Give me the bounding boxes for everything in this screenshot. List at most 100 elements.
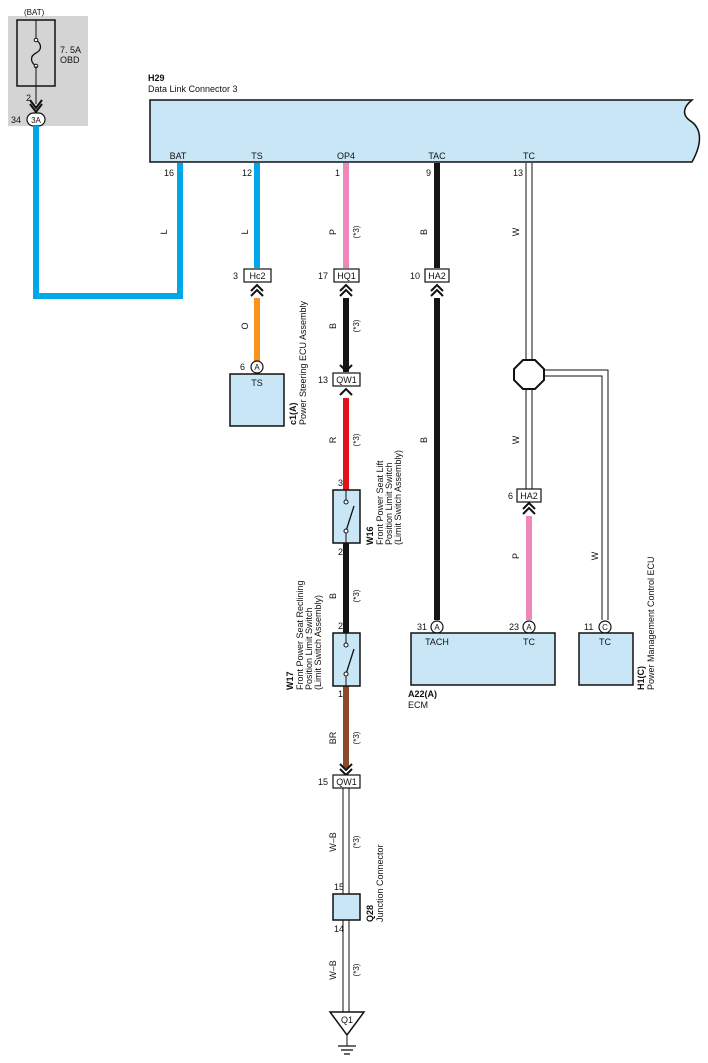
wire-note-w17-down: (*3) (352, 731, 361, 744)
wire-color-qw1-low-down: W–B (328, 832, 338, 852)
hc2-id: Hc2 (249, 271, 265, 281)
wire-color-w17-down: BR (328, 731, 338, 744)
dlc-body (149, 99, 701, 163)
w16-name-line-2: Position Limit Switch (384, 462, 394, 545)
ecm-pin-tc: 23 (509, 622, 519, 632)
q28-pin-top: 15 (334, 882, 344, 892)
q28-junction-connector: 15 14 Q28 Junction Connector (332, 844, 385, 934)
wire-color-tc-down: W (511, 435, 521, 444)
ps-ecu-conn: A (254, 363, 260, 372)
w17-name-line-1: Front Power Seat Reclining (295, 580, 305, 690)
w17-pin-top: 2 (338, 621, 343, 631)
fuse-panel: (BAT) 7. 5A OBD 2 34 3A (8, 8, 88, 127)
wire-labels: L L P (*3) B W O B (*3) R (*3) B W P W B… (159, 225, 600, 980)
fuse-output-chevron-icon (29, 99, 43, 114)
wire-note-w16-down: (*3) (352, 589, 361, 602)
ps-ecu-name: Power Steering ECU Assembly (298, 300, 308, 425)
ps-ecu-conn-badge (250, 360, 264, 374)
fuse-pin-out: 2 (26, 93, 31, 103)
w17-name-line-3: (Limit Switch Assembly) (313, 595, 323, 690)
qw1-mid-chevron-icon (339, 364, 353, 373)
ecm-terminal-tach: TACH (425, 637, 449, 647)
dlc-pin-12: 12 (242, 168, 252, 178)
ha2-mid-pin: 6 (508, 491, 513, 501)
wire-color-qw1-down: R (328, 436, 338, 443)
wire-color-ha2-down: P (511, 553, 521, 559)
fuse-rating: 7. 5A (60, 45, 81, 55)
junction-pin-in: 34 (11, 115, 21, 125)
q28-box (332, 893, 361, 921)
wire-color-branch-down: W (590, 551, 600, 560)
wire-note-hq1-down: (*3) (352, 319, 361, 332)
dlc-name: Data Link Connector 3 (148, 84, 238, 94)
dlc-terminal-ts: TS (251, 151, 263, 161)
wire-color-hq1-down: B (328, 323, 338, 329)
w17-limit-switch: 2 1 W17 Front Power Seat Reclining Posit… (285, 580, 361, 699)
pm-ecu-name: Power Management Control ECU (646, 556, 656, 690)
w16-name-line-1: Front Power Seat Lift (375, 460, 385, 545)
ecm-box (410, 632, 556, 686)
ground-q1: Q1 (328, 1011, 366, 1055)
wire-color-w16-down: B (328, 593, 338, 599)
wire-note-q28-down: (*3) (352, 963, 361, 976)
qw1-mid-id: QW1 (336, 375, 357, 385)
dlc-pin-1: 1 (335, 168, 340, 178)
data-link-connector: H29 Data Link Connector 3 BAT TS OP4 TAC… (148, 73, 701, 178)
pm-ecu-box (578, 632, 634, 686)
dlc-terminal-op4: OP4 (337, 151, 355, 161)
wire-note-qw1-low-down: (*3) (352, 835, 361, 848)
wire-color-ts: L (240, 229, 250, 234)
hq1-pin: 17 (318, 271, 328, 281)
ha2-top-chevron-icon (430, 283, 444, 297)
w16-code: W16 (365, 526, 375, 545)
dlc-terminal-tc: TC (523, 151, 535, 161)
w17-contact-top-icon (343, 642, 349, 648)
wire-note-op4: (*3) (352, 225, 361, 238)
ecm: 31 A 23 A TACH TC A22(A) ECM (408, 620, 556, 710)
ps-ecu-box (229, 373, 285, 427)
q28-pin-bottom: 14 (334, 924, 344, 934)
pm-ecu-code: H1(C) (636, 666, 646, 690)
w16-contact-top-icon (343, 499, 349, 505)
w16-limit-switch: 3 2 W16 Front Power Seat Lift Position L… (332, 450, 403, 557)
dlc-pin-16: 16 (164, 168, 174, 178)
ecm-conn-tc: A (526, 623, 532, 632)
ha2-top-id: HA2 (428, 271, 446, 281)
wire-color-op4: P (328, 229, 338, 235)
hq1-id: HQ1 (337, 271, 356, 281)
hc2-pin: 3 (233, 271, 238, 281)
hq1-tag (333, 268, 360, 283)
fuse-source-label: (BAT) (24, 8, 45, 17)
pm-ecu-pin: 11 (584, 622, 593, 632)
fuse-terminal-top-icon (33, 37, 39, 43)
wire-branch-white-b (543, 375, 603, 620)
wire-color-hc2-down: O (240, 322, 250, 329)
ha2-top-pin: 10 (410, 271, 420, 281)
dlc-pin-9: 9 (426, 168, 431, 178)
ps-ecu-terminal: TS (251, 378, 263, 388)
ecm-name: ECM (408, 700, 428, 710)
wires (33, 126, 609, 1012)
w17-code: W17 (285, 671, 295, 690)
splice-junction-icon (513, 359, 545, 390)
w16-switch-blade-icon (345, 505, 355, 532)
qw1-low-tag (332, 774, 361, 789)
pm-ecu-conn: C (602, 623, 608, 632)
wire-branch-white-a (543, 369, 609, 620)
wire-bat (33, 126, 183, 299)
qw1-mid-chevron2-icon (339, 387, 353, 396)
ha2-top-tag (424, 268, 450, 283)
wire-color-tac: B (419, 229, 429, 235)
w17-pin-bottom: 1 (338, 689, 343, 699)
hq1-chevron-icon (339, 283, 353, 297)
q28-code: Q28 (365, 905, 375, 922)
q28-name: Junction Connector (375, 844, 385, 922)
dlc-pin-13: 13 (513, 168, 523, 178)
dlc-terminal-bat: BAT (170, 151, 187, 161)
qw1-low-id: QW1 (336, 777, 357, 787)
wire-note-qw1-down: (*3) (352, 433, 361, 446)
qw1-mid-pin: 13 (318, 375, 328, 385)
pm-ecu-terminal: TC (599, 637, 611, 647)
wire-color-bat: L (159, 229, 169, 234)
